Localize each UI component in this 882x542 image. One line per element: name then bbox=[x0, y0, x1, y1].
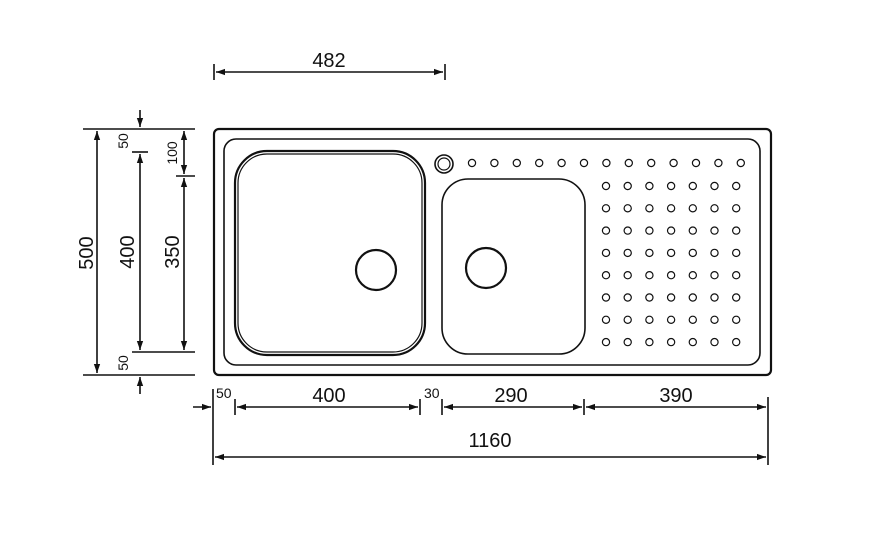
drainer-hole bbox=[732, 337, 741, 347]
drainer-hole bbox=[601, 181, 611, 191]
dimension-label-large-bowl: 400 bbox=[312, 385, 345, 407]
drainer-hole bbox=[688, 204, 698, 213]
drainer-hole bbox=[601, 271, 611, 280]
drainer-hole bbox=[710, 315, 719, 324]
dimension-label-total-depth: 500 bbox=[76, 236, 98, 269]
dimension-label-top-width: 482 bbox=[312, 50, 345, 72]
drainer-hole bbox=[710, 271, 719, 280]
drainer-hole bbox=[691, 158, 701, 168]
dimension-label-small-bowl: 290 bbox=[494, 385, 527, 407]
drainer-hole bbox=[666, 315, 676, 324]
drainer-hole bbox=[710, 293, 719, 302]
drainer-hole bbox=[602, 158, 611, 168]
drainer-hole bbox=[666, 204, 676, 213]
drainer-hole bbox=[645, 293, 654, 302]
drainer-hole bbox=[732, 226, 741, 235]
drainer-hole bbox=[666, 181, 676, 191]
drainer-hole bbox=[623, 337, 632, 347]
drainer-hole bbox=[601, 248, 611, 258]
drainer-hole bbox=[467, 158, 477, 168]
drainer-hole bbox=[490, 158, 499, 168]
drainer-hole bbox=[688, 248, 698, 258]
drainer-hole bbox=[669, 158, 678, 168]
drainer-hole bbox=[645, 271, 654, 280]
drainer-hole bbox=[645, 226, 654, 235]
drainer-hole bbox=[732, 271, 741, 280]
drainer-hole bbox=[623, 293, 632, 302]
drainer-hole bbox=[688, 337, 698, 347]
drainer-hole bbox=[732, 315, 741, 324]
dimension-label-bottom-margin: 50 bbox=[115, 355, 131, 371]
drainer-hole bbox=[710, 337, 719, 347]
drainer-hole bbox=[714, 158, 723, 168]
drainer-hole bbox=[601, 337, 611, 347]
drainer-hole bbox=[645, 181, 654, 191]
large-bowl-outer bbox=[233, 149, 427, 357]
drainer-hole bbox=[535, 158, 544, 168]
large-bowl-inner bbox=[237, 153, 423, 353]
drainer-hole bbox=[623, 226, 632, 235]
drainer-hole bbox=[624, 158, 634, 168]
drainer-hole bbox=[645, 248, 654, 258]
drainer-hole bbox=[710, 226, 719, 235]
drainer-perforations bbox=[467, 158, 746, 347]
drainer-hole bbox=[688, 293, 698, 302]
drainer-hole bbox=[710, 248, 719, 258]
drainer-hole bbox=[666, 271, 676, 280]
drainer-hole bbox=[601, 293, 611, 302]
drainer-hole bbox=[645, 204, 654, 213]
drainer-hole bbox=[647, 158, 656, 168]
drainer-hole bbox=[732, 204, 741, 213]
drainer-hole bbox=[645, 337, 654, 347]
drainer-hole bbox=[688, 315, 698, 324]
drainer-hole bbox=[601, 204, 611, 213]
dimension-label-drainer: 390 bbox=[659, 385, 692, 407]
drainer-hole bbox=[732, 248, 741, 258]
drainer-hole bbox=[623, 271, 632, 280]
tap-hole bbox=[434, 154, 454, 174]
drainer-hole bbox=[710, 204, 719, 213]
drainer-hole bbox=[645, 315, 654, 324]
dimension-label-gap: 30 bbox=[424, 385, 440, 401]
dimension-left-side: 500 400 50 50 100 350 bbox=[76, 110, 195, 394]
dimension-label-top-margin: 50 bbox=[115, 133, 131, 149]
large-bowl-drain bbox=[354, 248, 398, 292]
dimension-label-bowl-depth: 350 bbox=[162, 235, 184, 268]
sink-inner-rim bbox=[223, 138, 761, 366]
drainer-hole bbox=[579, 158, 589, 168]
drainer-hole bbox=[623, 204, 632, 213]
dimension-top-width: 482 bbox=[213, 50, 446, 80]
drainer-hole bbox=[688, 271, 698, 280]
drainer-hole bbox=[688, 181, 698, 191]
drainer-hole bbox=[512, 158, 522, 168]
drainer-hole bbox=[666, 248, 676, 258]
dimension-bottom: 50 400 30 290 390 1160 bbox=[193, 385, 769, 465]
drainer-hole bbox=[688, 226, 698, 235]
drainer-hole bbox=[666, 226, 676, 235]
drainer-hole bbox=[623, 248, 632, 258]
dimension-label-inner-depth: 400 bbox=[117, 235, 139, 268]
small-bowl-drain bbox=[464, 246, 508, 290]
drainer-hole bbox=[666, 293, 676, 302]
drainer-hole bbox=[601, 226, 611, 235]
dimension-label-edge: 50 bbox=[216, 385, 232, 401]
dimension-label-tap-offset: 100 bbox=[164, 141, 180, 165]
drainer-hole bbox=[732, 293, 741, 302]
tap-hole-inner bbox=[437, 157, 451, 171]
drainer-hole bbox=[623, 315, 632, 324]
drainer-hole bbox=[557, 158, 566, 168]
sink-outer-rim bbox=[212, 127, 773, 377]
sink-body bbox=[212, 127, 773, 377]
drainer-hole bbox=[710, 181, 719, 191]
drainer-hole bbox=[601, 315, 611, 324]
drainer-hole bbox=[666, 337, 676, 347]
small-bowl-outer bbox=[441, 178, 586, 355]
dimension-label-total-width: 1160 bbox=[468, 430, 511, 452]
drainer-hole bbox=[736, 158, 746, 168]
drainer-hole bbox=[732, 181, 741, 191]
drainer-hole bbox=[623, 181, 632, 191]
